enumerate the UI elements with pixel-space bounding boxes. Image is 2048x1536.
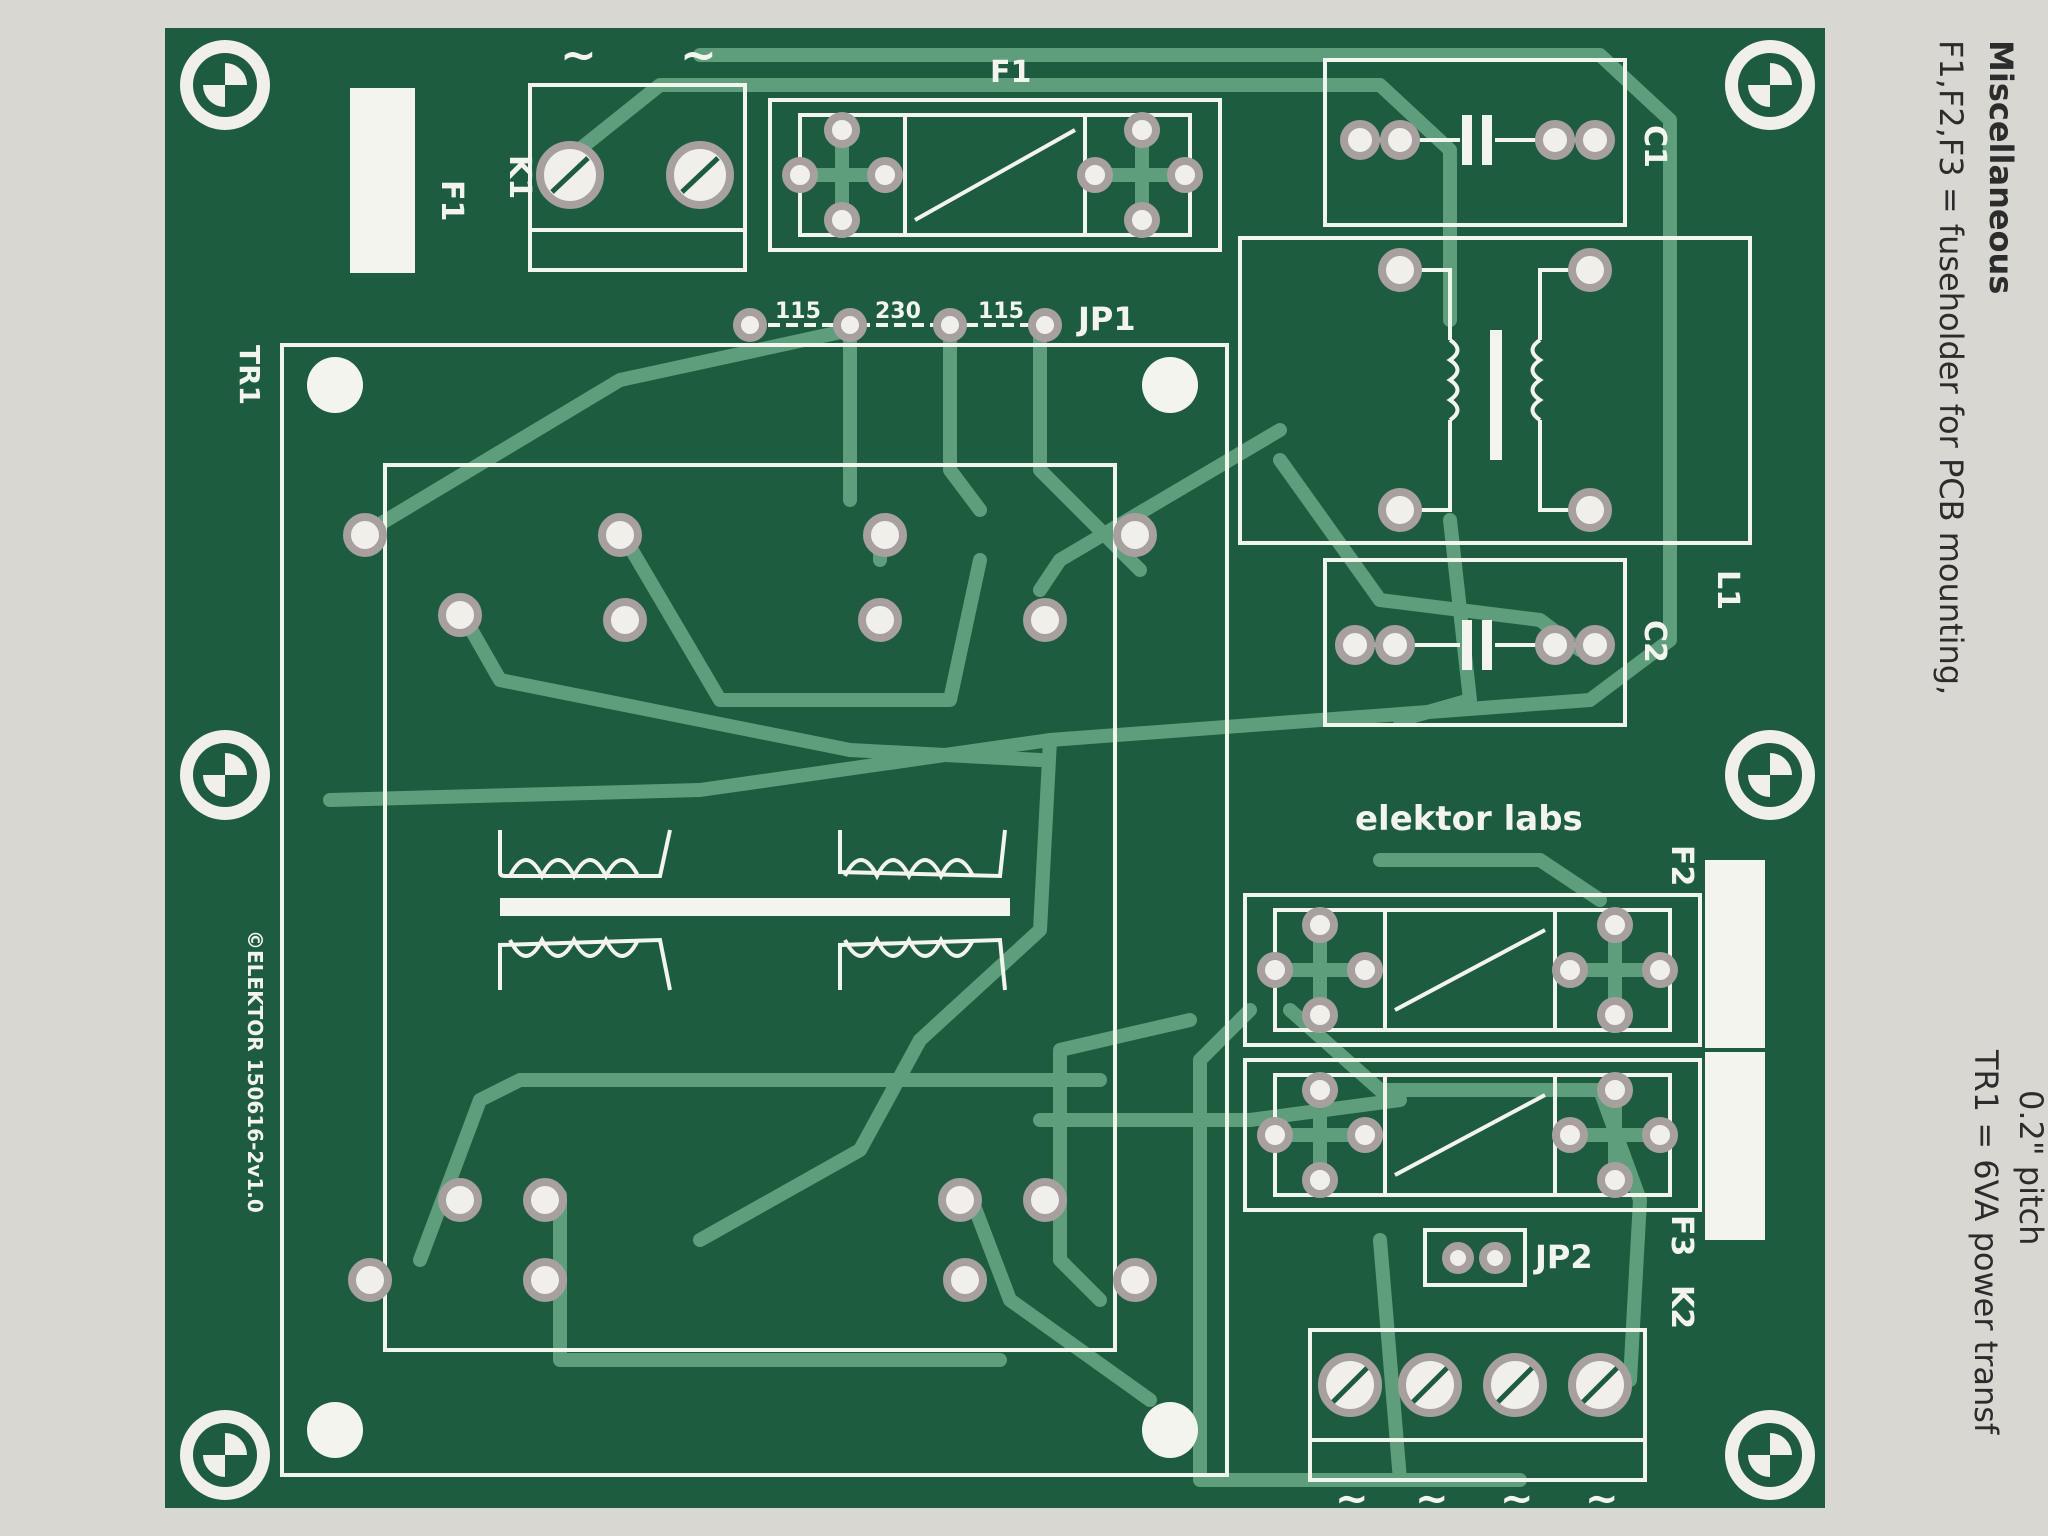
choke-l1 [1238, 236, 1752, 545]
terminal-k1 [528, 83, 747, 272]
l1-label: L1 [1710, 570, 1745, 610]
caption-heading: Miscellaneous [1982, 40, 2020, 294]
terminal-k2 [1308, 1328, 1647, 1482]
mounting-hole-mid-right [1725, 730, 1815, 820]
fuseholder-f3 [1243, 1058, 1702, 1212]
transformer-tr1 [280, 343, 1229, 1477]
f1-label-block [350, 88, 415, 273]
jp1-115-right: 115 [978, 299, 1024, 324]
brand-logo: elektor labs [1355, 799, 1583, 839]
f1-side-label: F1 [434, 180, 469, 221]
k1-label: K1 [502, 155, 537, 199]
f3-label: F3 [1664, 1215, 1699, 1256]
mounting-hole-top-right [1725, 40, 1815, 130]
k2-tilde-1: ~ [1335, 1476, 1369, 1522]
c1-label: C1 [1637, 125, 1672, 168]
jp1-115-left: 115 [775, 299, 821, 324]
fuseholder-f1 [768, 98, 1222, 252]
jp2-label: JP2 [1533, 1238, 1593, 1276]
mounting-hole-top-left [180, 40, 270, 130]
k2-tilde-2: ~ [1415, 1476, 1449, 1522]
copper-traces [323, 48, 1677, 1487]
copyright-text: ©ELEKTOR 150616-2v1.0 [243, 930, 267, 1213]
f2-label: F2 [1664, 845, 1699, 886]
mounting-hole-bottom-left [180, 1410, 270, 1500]
jumper-jp2 [1423, 1228, 1527, 1287]
mounting-holes [180, 40, 1815, 1500]
mounting-hole-mid-left [180, 730, 270, 820]
f1-label: F1 [990, 55, 1031, 90]
mounting-hole-bottom-right [1725, 1410, 1815, 1500]
caption-line1: F1,F2,F3 = fuseholder for PCB mounting, [1932, 40, 1970, 695]
jp1-230: 230 [875, 299, 921, 324]
tr1-pads [343, 513, 1157, 1302]
k1-tilde-right: ~ [680, 30, 717, 81]
capacitor-c2 [1323, 558, 1627, 727]
caption-line3: TR1 = 6VA power transf [1967, 1049, 2005, 1435]
c2-label: C2 [1637, 620, 1672, 663]
capacitor-c1 [1323, 58, 1627, 227]
caption-line2: 0.2" pitch [2012, 1090, 2048, 1245]
tr1-label: TR1 [233, 345, 266, 405]
jumper-jp1 [733, 308, 1062, 342]
k2-tilde-4: ~ [1585, 1476, 1619, 1522]
k1-tilde-left: ~ [560, 30, 597, 81]
k2-tilde-3: ~ [1500, 1476, 1534, 1522]
k2-label: K2 [1664, 1285, 1699, 1329]
jp1-label: JP1 [1076, 300, 1136, 338]
fuseholder-f2 [1243, 893, 1702, 1047]
